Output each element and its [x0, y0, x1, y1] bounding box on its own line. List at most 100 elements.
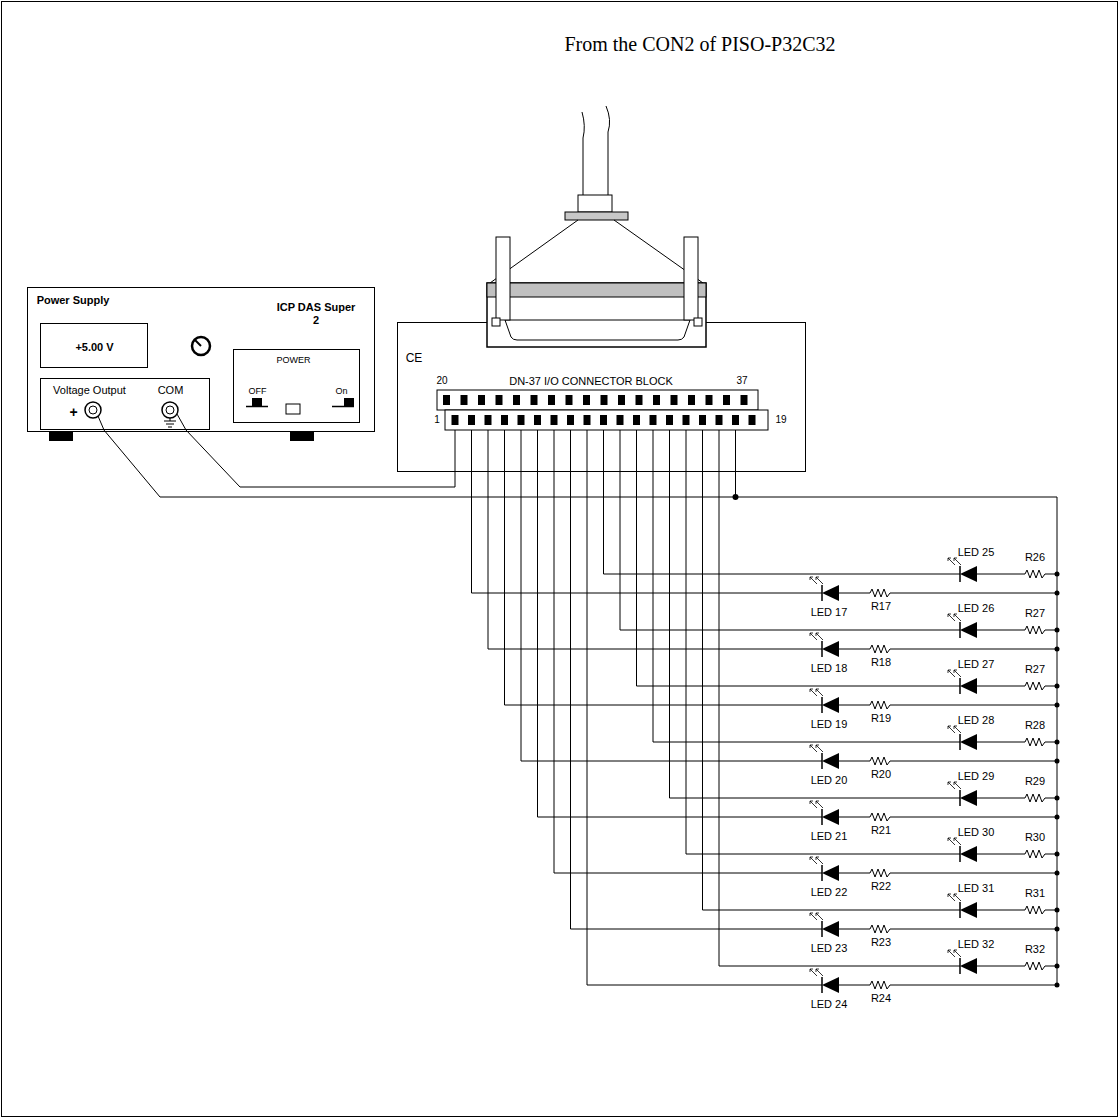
junction-dot — [1055, 983, 1060, 988]
led-bar — [821, 697, 823, 713]
pin — [468, 415, 475, 425]
resistor-label: R28 — [1025, 719, 1045, 732]
switch-on — [344, 398, 354, 406]
pin — [551, 415, 558, 425]
screw-foot — [694, 318, 702, 326]
knob — [192, 337, 210, 355]
junction-dot — [1055, 815, 1060, 820]
resistor-symbol — [870, 589, 890, 597]
pin-lead — [455, 430, 736, 472]
led-label: LED 24 — [811, 998, 848, 1011]
junction-dot — [1055, 908, 1060, 913]
led-bar — [821, 753, 823, 769]
plug-head — [565, 212, 628, 220]
pin — [683, 415, 690, 425]
node-text: Power Supply — [37, 294, 110, 307]
light-arrow — [954, 726, 961, 733]
node-text: +5.00 V — [75, 340, 113, 353]
led-label: LED 23 — [811, 942, 848, 955]
led-body — [822, 697, 839, 713]
terminal-hole — [89, 406, 97, 414]
resistor-label: R19 — [871, 712, 891, 725]
led-label: LED 29 — [958, 770, 995, 783]
junction-dot — [1055, 927, 1060, 932]
pin — [583, 395, 590, 405]
resistor-symbol — [1025, 906, 1045, 914]
terminal-hole — [166, 406, 174, 414]
dsub-face — [505, 320, 690, 340]
led-label: LED 22 — [811, 886, 848, 899]
pin — [584, 415, 591, 425]
led-wire — [604, 430, 1058, 574]
led-wire — [686, 430, 1057, 854]
light-arrow — [816, 857, 823, 864]
light-arrow — [954, 782, 961, 789]
terminal-stub — [177, 414, 186, 430]
led-body — [960, 902, 977, 918]
light-arrow — [816, 913, 823, 920]
light-arrow — [816, 633, 823, 640]
pin — [601, 395, 608, 405]
led-wire — [472, 430, 1058, 593]
resistor-label: R27 — [1025, 663, 1045, 676]
light-arrow — [954, 558, 961, 565]
pin — [653, 395, 660, 405]
junction-dot — [1055, 647, 1060, 652]
light-arrow — [816, 969, 823, 976]
led-wire — [587, 430, 1057, 985]
supply-wire — [104, 430, 736, 498]
pin — [723, 395, 730, 405]
led-body — [822, 921, 839, 937]
led-body — [822, 641, 839, 657]
pin — [485, 415, 492, 425]
terminal — [85, 402, 101, 418]
resistor-label: R26 — [1025, 551, 1045, 564]
pin — [633, 415, 640, 425]
light-arrow — [954, 614, 961, 621]
led-body — [960, 846, 977, 862]
light-arrow — [816, 745, 823, 752]
led-wire — [538, 430, 1058, 817]
resistor-label: R24 — [871, 992, 891, 1005]
supply-wire — [186, 430, 456, 488]
led-wire — [554, 430, 1057, 873]
plug-flare — [490, 220, 703, 283]
led-bar — [959, 902, 961, 918]
knob-mark — [195, 340, 201, 346]
cable-wire — [582, 112, 584, 197]
screw-post — [684, 237, 698, 320]
resistor-label: R20 — [871, 768, 891, 781]
led-bar — [959, 958, 961, 974]
light-arrow — [954, 838, 961, 845]
resistor-symbol — [1025, 962, 1045, 970]
led-label: LED 28 — [958, 714, 995, 727]
terminal — [162, 402, 178, 418]
led-body — [822, 865, 839, 881]
pin — [518, 415, 525, 425]
led-bar — [821, 865, 823, 881]
diagram-title: From the CON2 of PISO-P32C32 — [564, 33, 835, 56]
led-wire — [637, 430, 1058, 686]
resistor-symbol — [870, 981, 890, 989]
foot — [290, 432, 314, 441]
pin — [666, 415, 673, 425]
junction-dot — [1055, 684, 1060, 689]
led-label: LED 31 — [958, 882, 995, 895]
pin — [650, 415, 657, 425]
junction-dot — [1055, 572, 1060, 577]
led-wire — [719, 430, 1057, 966]
led-bar — [959, 622, 961, 638]
resistor-symbol — [870, 701, 890, 709]
voltage-display: +5.00 V — [40, 323, 148, 368]
node-text: 1 — [434, 414, 440, 426]
led-label: LED 18 — [811, 662, 848, 675]
led-label: LED 25 — [958, 546, 995, 559]
block-top-border — [397, 322, 806, 323]
node-text: COM — [158, 383, 184, 396]
led-label: LED 17 — [811, 606, 848, 619]
led-bar — [959, 790, 961, 806]
resistor-symbol — [870, 925, 890, 933]
led-wire — [653, 430, 1057, 742]
